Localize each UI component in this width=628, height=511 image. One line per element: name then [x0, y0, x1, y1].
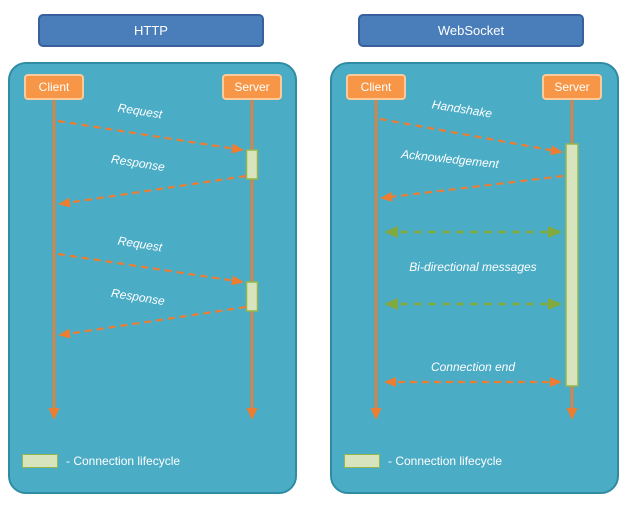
websocket-panel: Client Server Han	[330, 62, 619, 494]
ws-server-box: Server	[542, 74, 602, 100]
request-arrow-2	[57, 252, 244, 286]
websocket-title: WebSocket	[358, 14, 584, 47]
http-legend: - Connection lifecycle	[22, 454, 180, 468]
websocket-sequence-graphics	[370, 100, 579, 420]
http-sequence-graphics	[48, 100, 259, 420]
server-lifeline-arrowhead-icon	[566, 408, 578, 420]
lifecycle-swatch-icon	[344, 454, 380, 468]
ws-client-box: Client	[346, 74, 406, 100]
legend-label: - Connection lifecycle	[66, 454, 181, 468]
connection-lifecycle-bar	[565, 143, 579, 387]
connection-lifecycle-bar-1	[245, 149, 259, 180]
client-lifeline-arrowhead-icon	[370, 408, 382, 420]
http-client-box: Client	[24, 74, 84, 100]
connection-end-label: Connection end	[430, 360, 516, 374]
websocket-legend: - Connection lifecycle	[344, 454, 502, 468]
server-lifeline-arrowhead-icon	[246, 408, 258, 420]
http-panel: Client Server Request Response Request	[8, 62, 297, 494]
handshake-arrow	[379, 117, 563, 156]
request-arrow-1	[57, 119, 244, 154]
client-lifeline-arrowhead-icon	[48, 408, 60, 420]
bidirectional-messages-label: Bi-directional messages	[409, 260, 537, 274]
acknowledgement-arrow	[380, 174, 564, 202]
lifecycle-swatch-icon	[22, 454, 58, 468]
connection-lifecycle-bar-2	[245, 281, 259, 312]
legend-label: - Connection lifecycle	[388, 454, 503, 468]
response-arrow-1	[58, 174, 247, 208]
response-arrow-2	[58, 305, 247, 339]
http-server-box: Server	[222, 74, 282, 100]
http-title: HTTP	[38, 14, 264, 47]
